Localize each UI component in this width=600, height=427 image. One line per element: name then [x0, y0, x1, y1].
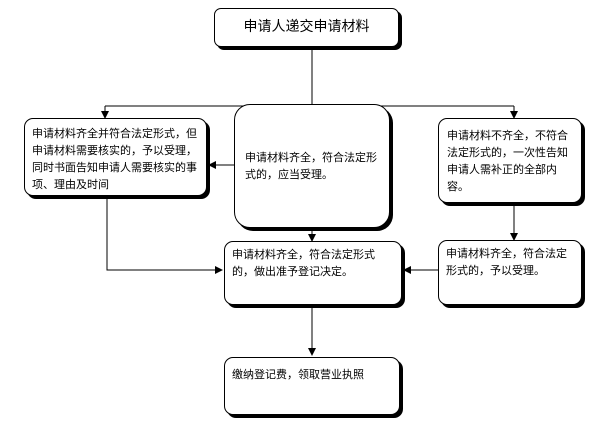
node-right-accept: 申请材料齐全，符合法定形式的，予以受理。 — [438, 240, 582, 305]
node-start: 申请人递交申请材料 — [214, 8, 399, 47]
node-middle-accept: 申请材料齐全，符合法定形式的，应当受理。 — [234, 104, 390, 228]
node-right-incomplete: 申请材料不齐全，不符合法定形式的，一次性告知申请人需补正的全部内容。 — [438, 118, 582, 203]
node-decision: 申请材料齐全，符合法定形式的，做出准予登记决定。 — [224, 241, 402, 305]
edge-left-to-decision — [106, 196, 223, 274]
node-middle-accept-label: 申请材料齐全，符合法定形式的，应当受理。 — [245, 151, 377, 181]
node-final: 缴纳登记费，领取营业执照 — [224, 357, 400, 415]
node-right-incomplete-label: 申请材料不齐全，不符合法定形式的，一次性告知申请人需补正的全部内容。 — [447, 128, 568, 193]
node-left-conditional: 申请材料齐全并符合法定形式，但申请材料需要核实的，予以受理，同时书面告知申请人需… — [24, 118, 207, 196]
